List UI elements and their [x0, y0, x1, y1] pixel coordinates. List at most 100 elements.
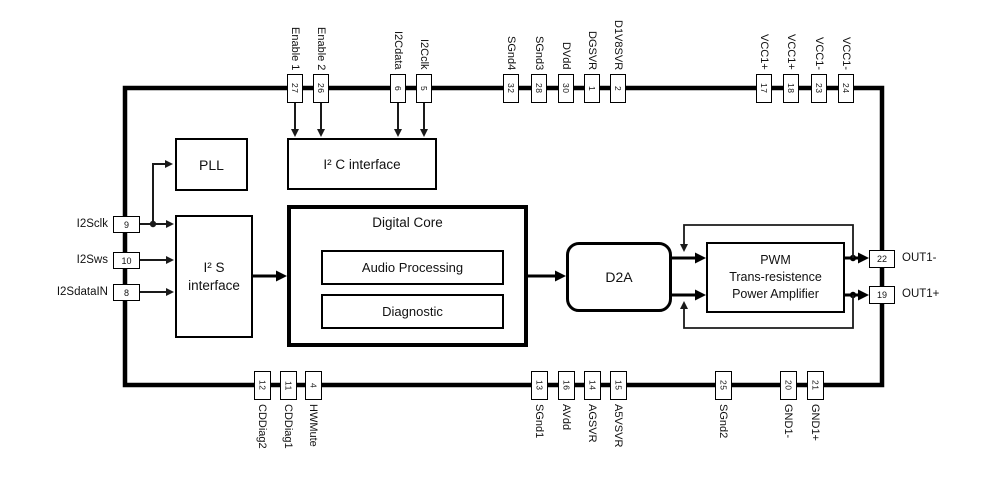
pwm-label-line2: Trans-resistence — [729, 270, 822, 285]
pin-label-out1m: OUT1- — [902, 252, 937, 264]
pin-label-sgnd2: SGnd2 — [717, 404, 729, 439]
d2a-block: D2A — [566, 242, 672, 312]
pin-number: 2 — [613, 85, 623, 92]
pin-box-8: 8 — [113, 284, 140, 301]
pin-box-13: 13 — [531, 371, 548, 400]
pin-label-sgnd4: SGnd4 — [505, 35, 517, 70]
pin-label-avdd: AVdd — [560, 404, 572, 431]
pin-number: 26 — [316, 83, 326, 94]
pin-number: 22 — [876, 254, 887, 264]
i2s-input-lines — [140, 160, 174, 296]
pin-box-9: 9 — [113, 216, 140, 233]
pin-label-agsvr: AGSVR — [586, 404, 598, 443]
i2c-pin-arrows — [291, 103, 428, 137]
pin-label-vcc1p-17: VCC1+ — [758, 34, 770, 70]
pin-box-1: 1 — [584, 74, 600, 103]
pwm-amplifier-block: PWM Trans-resistence Power Amplifier — [706, 242, 845, 313]
pin-number: 16 — [561, 380, 572, 391]
audio-processing-label: Audio Processing — [361, 260, 464, 275]
pin-label-i2sdatain: I2SdataIN — [56, 286, 108, 298]
pwm-feedback-lines — [680, 224, 854, 329]
pin-number: 1 — [587, 85, 597, 92]
pin-box-28: 28 — [531, 74, 547, 103]
pin-box-23: 23 — [811, 74, 827, 103]
pin-box-6: 6 — [390, 74, 406, 103]
pin-number: 15 — [613, 380, 624, 391]
pin-label-dvdd: DVdd — [560, 42, 572, 70]
pll-block: PLL — [175, 138, 248, 191]
pin-label-cddiag1: CDDiag1 — [282, 404, 294, 449]
pin-number: 20 — [783, 380, 794, 391]
pin-box-26: 26 — [313, 74, 329, 103]
pin-number: 25 — [718, 380, 729, 391]
pin-label-vcc1p-18: VCC1+ — [785, 34, 797, 70]
pin-box-16: 16 — [558, 371, 575, 400]
pin-box-25: 25 — [715, 371, 732, 400]
pin-label-vcc1m-24: VCC1- — [840, 36, 852, 70]
pin-number: 24 — [841, 83, 851, 94]
pin-box-18: 18 — [783, 74, 799, 103]
pin-box-24: 24 — [838, 74, 854, 103]
pin-box-4: 4 — [305, 371, 322, 400]
pin-box-30: 30 — [558, 74, 574, 103]
pin-box-11: 11 — [280, 371, 297, 400]
pin-label-i2sclk: I2Sclk — [76, 218, 108, 230]
pin-number: 10 — [121, 255, 132, 266]
pin-number: 4 — [308, 382, 319, 389]
pin-label-i2sws: I2Sws — [76, 254, 108, 266]
pin-label-enable2: Enable 2 — [315, 26, 327, 70]
d2a-label: D2A — [605, 269, 633, 285]
pin-number: 14 — [587, 380, 598, 391]
pin-label-out1p: OUT1+ — [902, 288, 940, 300]
pin-number: 12 — [257, 380, 268, 391]
pin-label-vcc1m-23: VCC1- — [813, 36, 825, 70]
pll-label: PLL — [199, 156, 224, 173]
digital-core-title: Digital Core — [372, 215, 443, 230]
pin-number: 28 — [534, 83, 544, 94]
pin-box-27: 27 — [287, 74, 303, 103]
pin-number: 32 — [506, 83, 516, 94]
audio-processing-block: Audio Processing — [321, 250, 504, 285]
pin-number: 17 — [759, 83, 769, 94]
i2s-interface-block: I² S interface — [175, 215, 253, 338]
pin-label-i2cdata: I2Cdata — [392, 31, 404, 70]
pin-number: 23 — [814, 83, 824, 94]
i2s-interface-label-line1: I² S — [203, 259, 225, 275]
pin-number: 13 — [534, 380, 545, 391]
pin-label-a5vsvr: A5VSVR — [612, 404, 624, 448]
pin-box-22: 22 — [869, 250, 895, 268]
i2s-interface-label-line2: interface — [188, 277, 240, 293]
pin-label-d1v8svr: D1V8SVR — [612, 19, 624, 70]
pin-number: 5 — [419, 85, 429, 92]
pin-label-gnd1p: GND1+ — [809, 404, 821, 441]
pin-box-10: 10 — [113, 252, 140, 269]
pin-box-32: 32 — [503, 74, 519, 103]
pin-number: 30 — [561, 83, 571, 94]
pin-label-gnd1m: GND1- — [782, 404, 794, 439]
pin-label-enable1: Enable 1 — [289, 26, 301, 70]
pin-number: 9 — [123, 219, 129, 230]
pin-box-15: 15 — [610, 371, 627, 400]
pin-label-i2cclk: I2Cclk — [418, 39, 430, 70]
pin-box-19: 19 — [869, 286, 895, 304]
pin-label-sgnd1: SGnd1 — [533, 404, 545, 439]
pin-label-sgnd3: SGnd3 — [533, 35, 545, 70]
pin-label-dgsvr: DGSVR — [586, 30, 598, 70]
pin-box-14: 14 — [584, 371, 601, 400]
pin-box-21: 21 — [807, 371, 824, 400]
pin-number: 11 — [283, 380, 294, 391]
pin-number: 6 — [393, 85, 403, 92]
pin-number: 8 — [123, 287, 129, 298]
pin-box-17: 17 — [756, 74, 772, 103]
diagnostic-block: Diagnostic — [321, 294, 504, 329]
pin-box-2: 2 — [610, 74, 626, 103]
i2c-interface-label: I² C interface — [323, 156, 401, 172]
pin-number: 27 — [290, 83, 300, 94]
pin-number: 18 — [786, 83, 796, 94]
pin-box-20: 20 — [780, 371, 797, 400]
pin-label-cddiag2: CDDiag2 — [256, 404, 268, 449]
pin-number: 19 — [876, 290, 887, 300]
pin-box-12: 12 — [254, 371, 271, 400]
pin-number: 21 — [810, 380, 821, 391]
